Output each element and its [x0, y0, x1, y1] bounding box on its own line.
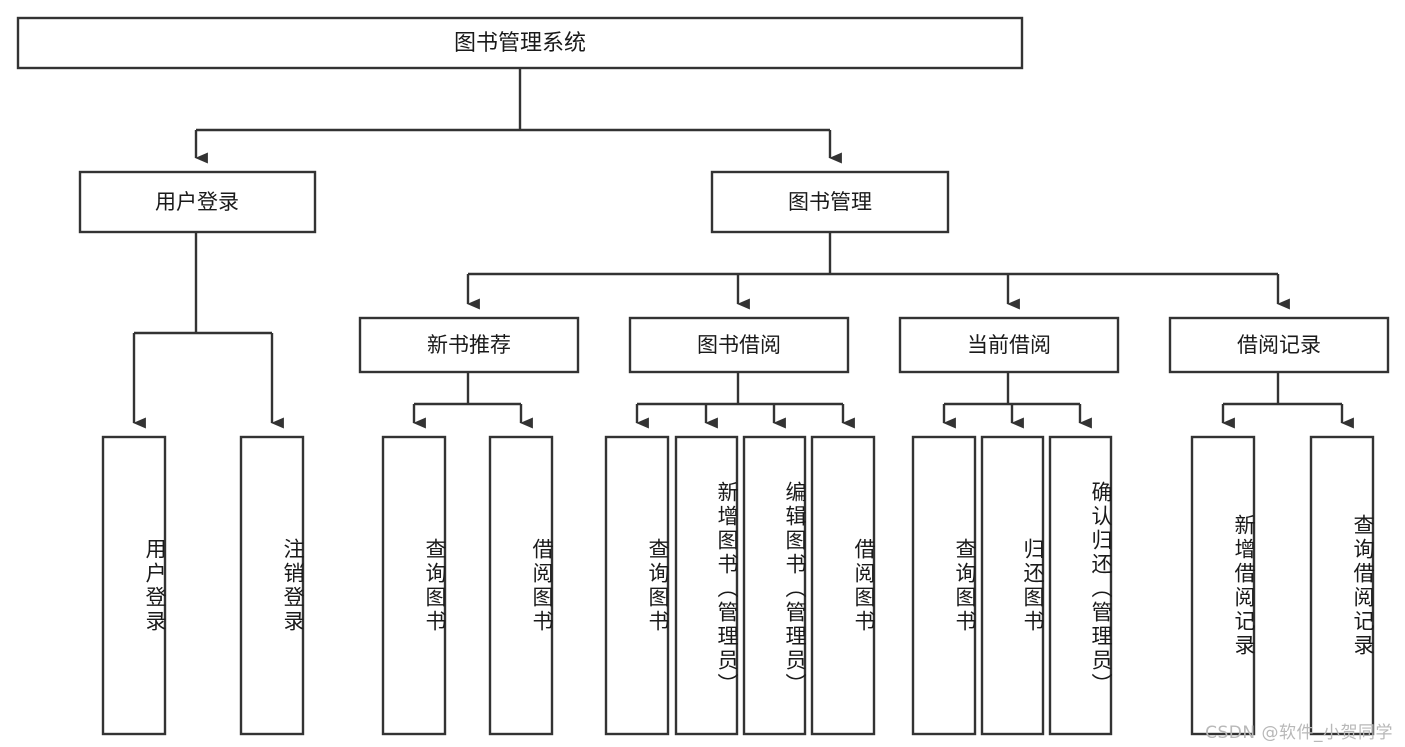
node-new-book-recommend[interactable]: 新书推荐: [358, 316, 580, 374]
leaf-box-borrow-book-2[interactable]: [810, 435, 876, 736]
node-book-borrow-label: 图书借阅: [697, 333, 781, 357]
node-user-login-label: 用户登录: [155, 190, 239, 214]
leaf-box-query-book-1[interactable]: [381, 435, 447, 736]
leaf-box-query-book-2[interactable]: [604, 435, 670, 736]
node-root-label: 图书管理系统: [454, 31, 586, 56]
leaf-box-return-book[interactable]: [980, 435, 1045, 736]
node-book-management-label: 图书管理: [788, 190, 872, 214]
node-book-management[interactable]: 图书管理: [710, 170, 950, 234]
leaf-box-edit-book[interactable]: [742, 435, 807, 736]
node-root[interactable]: 图书管理系统: [16, 16, 1024, 70]
leaf-box-borrow-book-1[interactable]: [488, 435, 554, 736]
leaf-box-logout-login[interactable]: [239, 435, 305, 736]
leaf-box-add-record[interactable]: [1190, 435, 1256, 736]
node-borrow-record-label: 借阅记录: [1237, 333, 1321, 357]
node-current-borrow[interactable]: 当前借阅: [898, 316, 1120, 374]
node-new-book-recommend-label: 新书推荐: [427, 333, 511, 357]
leaf-boxes-layer: [101, 435, 1375, 736]
node-borrow-record[interactable]: 借阅记录: [1168, 316, 1390, 374]
node-user-login[interactable]: 用户登录: [78, 170, 317, 234]
edges-layer: [132, 68, 1354, 429]
node-current-borrow-label: 当前借阅: [967, 333, 1051, 357]
leaf-box-query-book-3[interactable]: [911, 435, 977, 736]
leaf-box-query-record[interactable]: [1309, 435, 1375, 736]
nodes-layer: 图书管理系统 用户登录 图书管理 新书推荐 图书借阅: [16, 16, 1390, 736]
leaf-box-user-login[interactable]: [101, 435, 167, 736]
watermark-text: CSDN @软件_小贺同学: [1205, 723, 1393, 743]
leaf-box-add-book[interactable]: [674, 435, 739, 736]
leaf-box-confirm-return[interactable]: [1048, 435, 1113, 736]
node-book-borrow[interactable]: 图书借阅: [628, 316, 850, 374]
